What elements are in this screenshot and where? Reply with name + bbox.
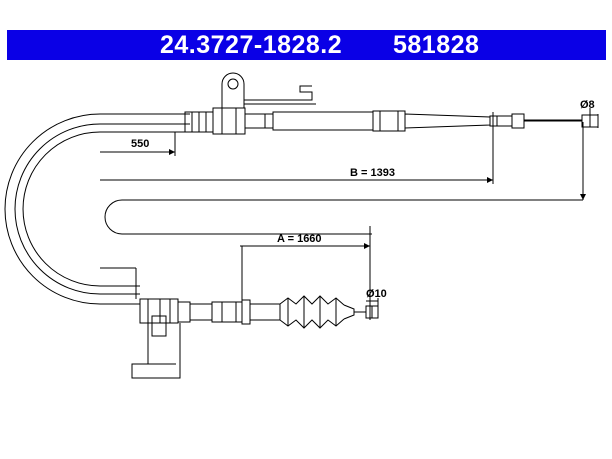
inner-cable-loop (104, 122, 584, 235)
dimension-lines (100, 108, 599, 320)
dimension-b: B = 1393 (350, 167, 395, 179)
part-number: 24.3727-1828.2 (160, 31, 343, 59)
title-bar: 24.3727-1828.2 581828 (7, 30, 606, 60)
bottom-end-fitting (131, 295, 379, 379)
diameter-8: Ø8 (580, 99, 595, 111)
diameter-10: Ø10 (366, 288, 387, 300)
cable-sheath (4, 113, 190, 305)
reference-number: 581828 (393, 31, 480, 59)
dimension-a: A = 1660 (277, 233, 322, 245)
top-end-fitting (184, 72, 599, 135)
dimension-550: 550 (131, 138, 149, 150)
